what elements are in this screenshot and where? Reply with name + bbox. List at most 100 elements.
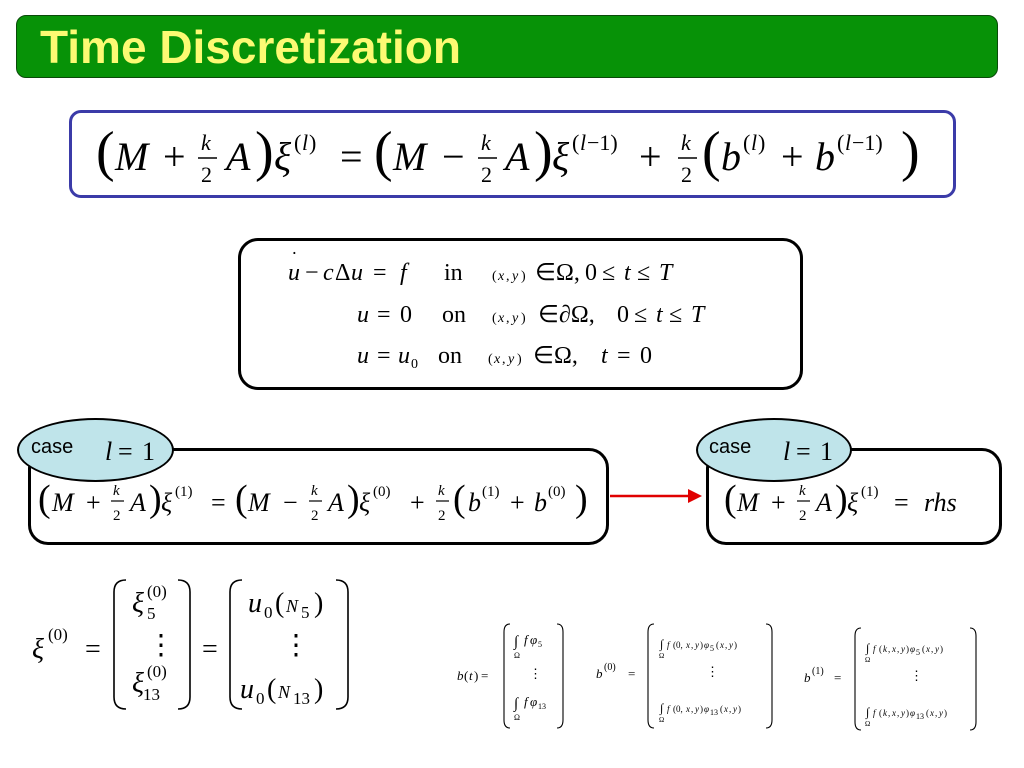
main-equation: ( M + k 2 A ) ξ (l) = ( M − k 2 A ) ξ (l… bbox=[96, 121, 920, 187]
svg-text:(: ( bbox=[743, 130, 750, 155]
svg-text:13: 13 bbox=[293, 689, 310, 708]
b-t-vector: b (t) = ∫ Ω f φ 5 ⋮ ∫ Ω f φ 13 bbox=[457, 623, 564, 729]
svg-text:c: c bbox=[323, 260, 334, 286]
case-condition-left: l = 1 bbox=[105, 437, 155, 466]
svg-text:): ) bbox=[940, 644, 943, 654]
svg-text:(1): (1) bbox=[812, 666, 824, 677]
svg-text:l: l bbox=[845, 130, 851, 155]
svg-text:⋮: ⋮ bbox=[706, 664, 719, 679]
svg-text:,: , bbox=[888, 644, 890, 654]
svg-text:2: 2 bbox=[201, 162, 212, 187]
svg-text:(1): (1) bbox=[861, 484, 879, 500]
svg-text:Ω: Ω bbox=[659, 652, 664, 660]
pde-statement-box bbox=[238, 238, 803, 390]
svg-text:(: ( bbox=[488, 352, 493, 367]
svg-text:ξ: ξ bbox=[359, 488, 371, 517]
svg-text:ξ: ξ bbox=[847, 488, 859, 517]
svg-text:φ: φ bbox=[910, 708, 915, 718]
svg-text:−: − bbox=[442, 134, 465, 179]
svg-text:x: x bbox=[493, 352, 501, 367]
svg-text:k: k bbox=[113, 483, 120, 499]
svg-text:=: = bbox=[202, 634, 218, 665]
svg-text:,: , bbox=[931, 644, 933, 654]
svg-text:≤: ≤ bbox=[669, 302, 682, 328]
svg-text:): ) bbox=[906, 644, 909, 654]
svg-text:2: 2 bbox=[311, 508, 319, 524]
svg-text:): ) bbox=[521, 311, 526, 326]
svg-text:k: k bbox=[481, 130, 492, 155]
svg-text:(: ( bbox=[294, 130, 301, 155]
svg-text:f: f bbox=[524, 632, 530, 647]
svg-text:+: + bbox=[86, 488, 101, 517]
svg-text:0: 0 bbox=[264, 603, 273, 622]
svg-text:x: x bbox=[925, 644, 930, 654]
svg-text:l: l bbox=[783, 437, 790, 466]
svg-text:(: ( bbox=[492, 311, 497, 326]
svg-text:φ: φ bbox=[704, 704, 709, 714]
svg-text:k: k bbox=[681, 130, 692, 155]
svg-text:y: y bbox=[506, 352, 515, 367]
svg-text:+: + bbox=[781, 134, 804, 179]
svg-text:∫: ∫ bbox=[513, 634, 520, 650]
svg-text:Ω: Ω bbox=[514, 651, 520, 660]
svg-text:13: 13 bbox=[538, 702, 546, 711]
case-condition-right: l = 1 bbox=[783, 437, 833, 466]
svg-text:=: = bbox=[377, 343, 391, 369]
title-bar bbox=[16, 15, 998, 78]
svg-text:(: ( bbox=[837, 130, 844, 155]
svg-text:A: A bbox=[326, 488, 344, 517]
svg-text:(: ( bbox=[275, 588, 284, 619]
svg-text:x: x bbox=[719, 640, 724, 650]
svg-text:(0): (0) bbox=[147, 662, 167, 681]
svg-text:y: y bbox=[510, 311, 519, 326]
svg-text:A: A bbox=[502, 134, 530, 179]
svg-text:ξ: ξ bbox=[161, 488, 173, 517]
svg-text:,: , bbox=[506, 269, 510, 284]
svg-text:0: 0 bbox=[256, 689, 265, 708]
svg-text:,: , bbox=[888, 708, 890, 718]
svg-text:A: A bbox=[128, 488, 146, 517]
svg-text:5: 5 bbox=[916, 648, 920, 657]
svg-text:(: ( bbox=[38, 478, 51, 520]
svg-text:t: t bbox=[469, 668, 473, 683]
svg-text:φ: φ bbox=[530, 694, 537, 709]
svg-text:(: ( bbox=[879, 708, 882, 718]
svg-text:): ) bbox=[255, 121, 274, 183]
svg-text:): ) bbox=[149, 478, 162, 520]
svg-text:+: + bbox=[510, 488, 525, 517]
svg-text:(: ( bbox=[702, 121, 721, 183]
svg-text:+: + bbox=[410, 488, 425, 517]
svg-text:=: = bbox=[377, 302, 391, 328]
svg-text:b: b bbox=[804, 670, 811, 685]
svg-text:t: t bbox=[656, 302, 664, 328]
svg-text:(0): (0) bbox=[147, 582, 167, 601]
svg-text:=: = bbox=[628, 666, 635, 681]
svg-text:(0): (0) bbox=[373, 484, 391, 500]
svg-text:∫: ∫ bbox=[659, 637, 664, 651]
svg-text:(0): (0) bbox=[48, 625, 68, 644]
svg-text:t: t bbox=[601, 343, 609, 369]
svg-text:): ) bbox=[474, 668, 478, 683]
svg-text:y: y bbox=[728, 640, 733, 650]
svg-text:+: + bbox=[639, 134, 662, 179]
svg-text:,: , bbox=[502, 352, 506, 367]
svg-text:=: = bbox=[894, 488, 909, 517]
svg-text:ξ: ξ bbox=[552, 134, 570, 179]
svg-text:⋮: ⋮ bbox=[147, 630, 175, 661]
svg-text:f: f bbox=[667, 640, 671, 650]
svg-text:(0): (0) bbox=[604, 662, 616, 673]
svg-text:ξ: ξ bbox=[32, 634, 44, 665]
svg-text:5: 5 bbox=[301, 603, 310, 622]
svg-text:,: , bbox=[725, 640, 727, 650]
svg-text:b: b bbox=[721, 134, 741, 179]
svg-text:k: k bbox=[883, 644, 888, 654]
svg-text:ξ: ξ bbox=[274, 134, 292, 179]
svg-text:t: t bbox=[624, 260, 632, 286]
svg-text:x: x bbox=[929, 708, 934, 718]
svg-text:l: l bbox=[751, 130, 757, 155]
svg-text:): ) bbox=[944, 708, 947, 718]
svg-text:∫: ∫ bbox=[659, 701, 664, 715]
svg-text:5: 5 bbox=[538, 640, 542, 649]
svg-text:=: = bbox=[118, 437, 133, 466]
svg-text:(0): (0) bbox=[548, 484, 566, 500]
